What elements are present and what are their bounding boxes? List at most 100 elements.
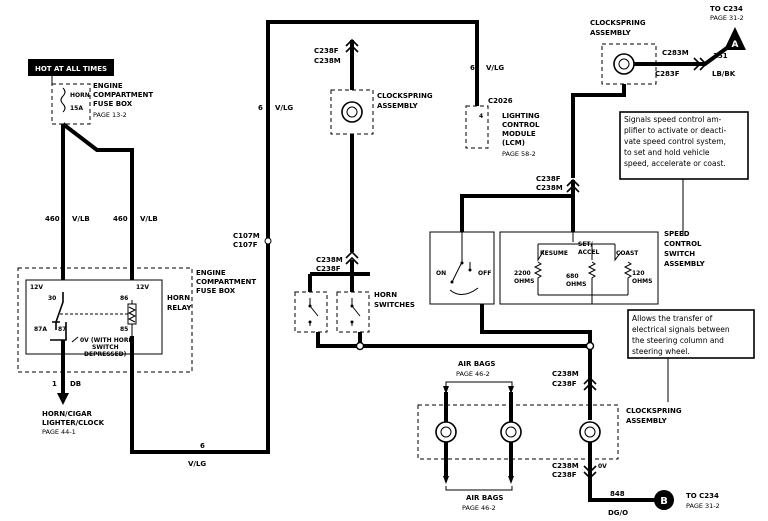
relay-pin-87a: 87A xyxy=(34,326,47,333)
clockspring-top-left-coil xyxy=(341,101,363,123)
conn-c107f: C107F xyxy=(233,241,258,249)
relay-note-1: 0V (WITH HORN xyxy=(80,337,133,344)
air-bag-right-arrow-down xyxy=(508,476,514,484)
lcm-label-4: (LCM) xyxy=(502,139,525,147)
wire-460b-color: V/LB xyxy=(140,215,158,223)
relay-box-title-1: ENGINE xyxy=(196,269,226,277)
relay-note-2: SWITCH xyxy=(92,344,119,351)
clockspring-bottom-box xyxy=(417,404,619,460)
wire-460a-num: 460 xyxy=(45,215,60,223)
conn-c2026: C2026 xyxy=(488,97,513,105)
fuse-box-top-title-1: ENGINE xyxy=(93,82,123,90)
air-bag-right-arrow-up xyxy=(508,386,514,394)
speed-title-4: ASSEMBLY xyxy=(664,260,706,268)
horn-switches-2: SWITCHES xyxy=(374,301,415,309)
wire-848-num: 848 xyxy=(610,490,625,498)
speed-control-switch-assembly: RESUME SET/ ACCEL COAST 2200 OHMS 680 OH… xyxy=(499,230,706,305)
to-c234-bottom-badge-letter: B xyxy=(660,496,668,507)
clockspring-top-left-2: ASSEMBLY xyxy=(377,102,419,110)
relay-coil xyxy=(127,300,137,336)
lcm-module: C2026 4 LIGHTING CONTROL MODULE (LCM) PA… xyxy=(465,97,540,158)
conn-c238f-horn: C238F xyxy=(316,265,341,273)
clockspring-top-right-coil xyxy=(613,53,635,75)
connector-chevron-cs xyxy=(583,376,597,391)
to-c234-bottom-label: TO C234 xyxy=(686,492,719,500)
wire-speed-control-branch xyxy=(460,180,575,232)
speed-coast-label: COAST xyxy=(616,250,639,257)
info-bottom-4: steering wheel. xyxy=(632,347,690,356)
wire-6-top-num: 6 xyxy=(470,64,475,72)
to-c234-top-badge-letter: A xyxy=(732,40,739,50)
relay-box-title-3: FUSE BOX xyxy=(196,287,236,295)
to-c234-top-badge xyxy=(724,27,746,50)
hot-at-all-times-label: HOT AT ALL TIMES xyxy=(35,65,107,73)
clockspring-coil-3 xyxy=(579,421,601,443)
lcm-label-2: CONTROL xyxy=(502,121,540,129)
speed-resistor-1 xyxy=(533,261,543,295)
fuse-box-top-title-2: COMPARTMENT xyxy=(93,91,153,99)
wire-1-color: DB xyxy=(70,380,81,388)
lcm-label-1: LIGHTING xyxy=(502,112,540,120)
engine-fuse-box-top: HORN 15A ENGINE COMPARTMENT FUSE BOX PAG… xyxy=(51,76,153,125)
conn-c2026-pin: 4 xyxy=(479,113,483,120)
speed-resume-label: RESUME xyxy=(540,250,568,257)
fuse-amp: 15A xyxy=(70,105,83,112)
wire-6-left-num: 6 xyxy=(258,104,263,112)
info-top-5: speed, accelerate or coast. xyxy=(624,159,726,168)
wire-1-db-arrow xyxy=(57,393,69,405)
info-top-3: vate speed control system, xyxy=(624,137,726,146)
clockspring-top-right-1: CLOCKSPRING xyxy=(590,19,646,27)
to-c234-top-page: PAGE 31-2 xyxy=(710,14,744,22)
horn-switch-left xyxy=(294,291,328,333)
conn-c238m-horn: C238M xyxy=(316,256,343,264)
relay-note-arrow xyxy=(71,336,79,343)
horn-switches-1: HORN xyxy=(374,291,397,299)
conn-c238m-bot: C238M xyxy=(552,462,579,470)
relay-note-3: DEPRESSED) xyxy=(84,351,127,358)
relay-box-title-2: COMPARTMENT xyxy=(196,278,256,286)
speed-r2-2: OHMS xyxy=(566,281,586,288)
fuse-symbol xyxy=(60,87,66,113)
relay-12v-left: 12V xyxy=(30,284,43,291)
air-bag-left-arrow-down xyxy=(443,476,449,484)
wire-6-left-color: V/LG xyxy=(275,104,293,112)
horn-cigar-label-2: LIGHTER/CLOCK xyxy=(42,419,105,427)
wire-switch-return xyxy=(480,304,592,420)
wire-6-bottom-num: 6 xyxy=(200,442,205,450)
relay-12v-right: 12V xyxy=(136,284,149,291)
relay-coil-winding xyxy=(127,306,137,323)
wire-6-top-color: V/LG xyxy=(486,64,504,72)
relay-pin-86: 86 xyxy=(120,295,128,302)
conn-c238f-top: C238F xyxy=(314,47,339,55)
junction-bus xyxy=(585,341,595,351)
conn-c238f-mid: C238F xyxy=(536,175,561,183)
info-top-1: Signals speed control am- xyxy=(624,115,722,124)
relay-name-1: HORN xyxy=(167,294,190,302)
clockspring-core-1 xyxy=(440,426,452,438)
info-box-speed-control: Signals speed control am- plifier to act… xyxy=(619,111,749,236)
air-bags-bottom-bracket xyxy=(445,486,513,491)
lcm-label-3: MODULE xyxy=(502,130,536,138)
relay-pin-85: 85 xyxy=(120,326,128,333)
conn-c238m-top: C238M xyxy=(314,57,341,65)
speed-resistor-2 xyxy=(587,261,597,295)
speed-r1-1: 2200 xyxy=(514,270,531,277)
switch-off-label: OFF xyxy=(478,270,491,277)
clockspring-top-left-core xyxy=(346,106,358,118)
info-bottom-3: the steering column and xyxy=(632,336,724,345)
speed-set-label-2: ACCEL xyxy=(578,249,600,256)
junction-horn xyxy=(355,341,365,351)
clockspring-core-2 xyxy=(505,426,517,438)
wire-151-num: 151 xyxy=(713,52,728,60)
clockspring-bottom-2: ASSEMBLY xyxy=(626,417,668,425)
wire-151-color: LB/BK xyxy=(712,70,736,78)
wire-848 xyxy=(588,442,655,502)
horn-cigar-label-1: HORN/CIGAR xyxy=(42,410,93,418)
conn-c238f-cs: C238F xyxy=(552,380,577,388)
clockspring-top-right-2: ASSEMBLY xyxy=(590,29,632,37)
conn-c283f: C283F xyxy=(655,70,680,78)
clockspring-bottom-1: CLOCKSPRING xyxy=(626,407,682,415)
to-c234-bottom-page: PAGE 31-2 xyxy=(686,502,720,510)
info-box-clockspring: Allows the transfer of electrical signal… xyxy=(627,309,755,402)
